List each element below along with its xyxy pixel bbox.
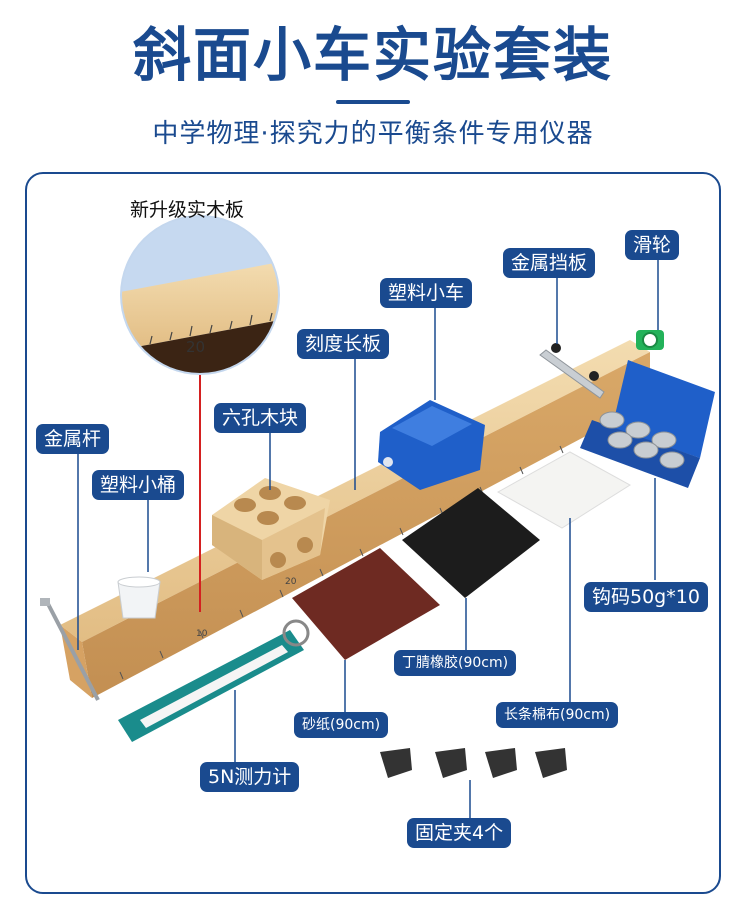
rod-cap [40, 598, 50, 606]
plastic-cart [378, 400, 485, 490]
wood-zoom-circle: 20 [120, 215, 280, 375]
plastic-bucket [117, 576, 161, 619]
metal-rod-label: 金属杆 [36, 424, 110, 454]
nitrile-rubber-label: 丁腈橡胶(90cm) [394, 650, 517, 676]
sandpaper-label: 砂纸(90cm) [294, 712, 389, 738]
clips-label: 固定夹4个 [407, 818, 512, 848]
product-frame [25, 172, 721, 894]
nitrile-rubber-sheet [402, 488, 540, 598]
six-hole-block [212, 478, 330, 580]
spring-scale-label: 5N测力计 [200, 762, 300, 792]
page-subtitle: 中学物理·探究力的平衡条件专用仪器 [152, 119, 594, 149]
plastic-bucket-label: 塑料小桶 [92, 470, 185, 500]
metal-baffle [539, 343, 605, 399]
weights-label: 钩码50g*10 [584, 582, 708, 612]
scale-board-label: 刻度长板 [297, 329, 390, 359]
pulley [636, 330, 664, 350]
page-title: 斜面小车实验套装 [132, 21, 613, 89]
ruler-mark-10: 10 [196, 629, 208, 639]
sandpaper-sheet [292, 548, 440, 660]
weights-box [580, 360, 715, 488]
long-cotton-label: 长条棉布(90cm) [496, 702, 619, 728]
zoom-ruler-mark: 20 [186, 338, 205, 356]
metal-baffle-label: 金属挡板 [503, 248, 596, 278]
metal-rod [44, 599, 100, 701]
plastic-cart-label: 塑料小车 [380, 278, 473, 308]
pulley-label: 滑轮 [625, 230, 680, 260]
ruler-mark-20: 20 [285, 577, 297, 587]
title-underline [336, 100, 410, 104]
six-hole-block-label: 六孔木块 [214, 403, 307, 433]
binder-clips [380, 748, 567, 778]
cotton-cloth-sheet [496, 451, 631, 529]
spring-scale [118, 619, 310, 742]
leader-lines [77, 258, 659, 818]
wood-upgrade-label: 新升级实木板 [130, 199, 245, 221]
